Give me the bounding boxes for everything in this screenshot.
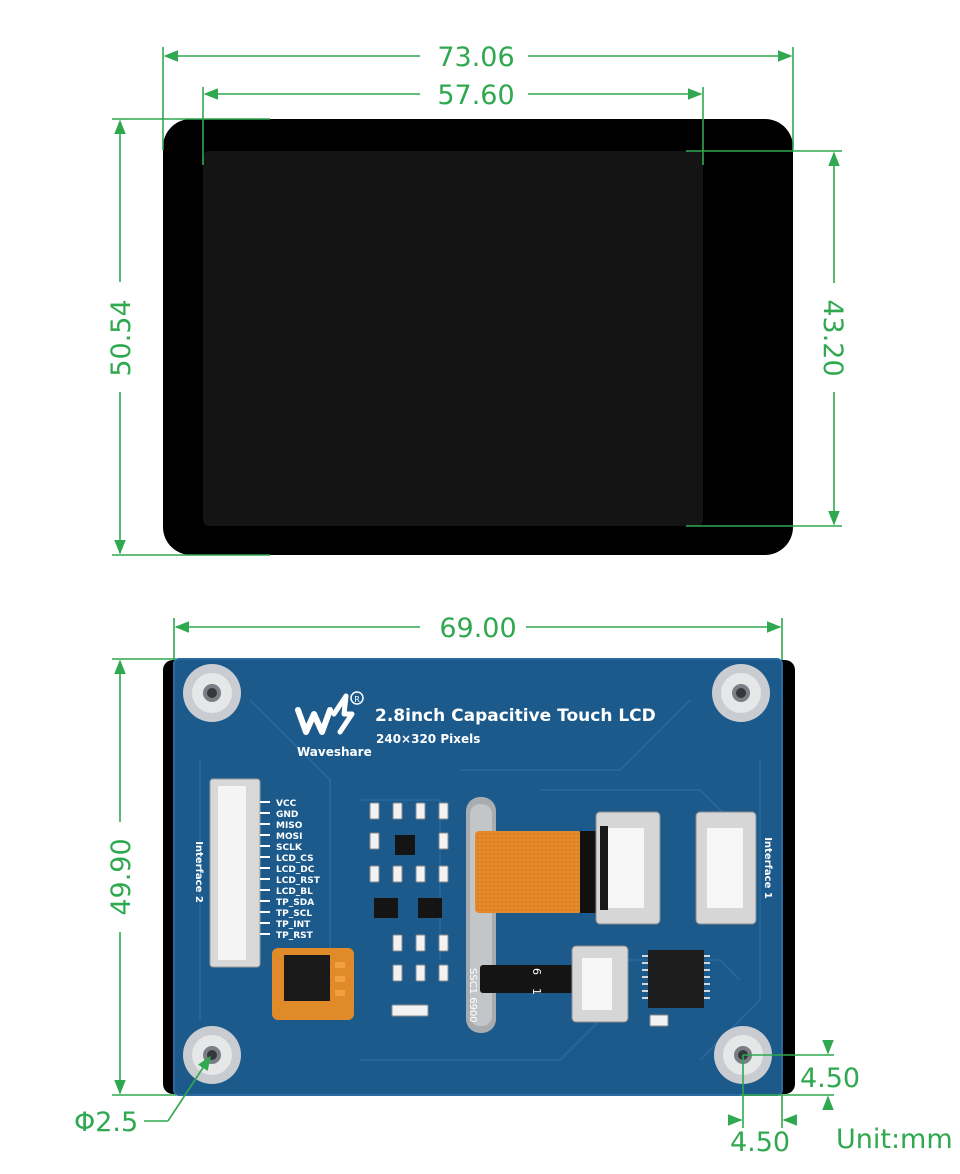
interface-1-connector	[695, 811, 757, 925]
hole-offset-x-label: 4.50	[730, 1127, 790, 1158]
screen-height-label: 43.20	[817, 299, 848, 376]
interface-2-label: Interface 2	[193, 841, 204, 903]
unit-label: Unit:mm	[836, 1124, 953, 1155]
touch-ribbon	[480, 965, 580, 993]
pcb-brand: Waveshare	[297, 745, 372, 759]
connector-mark: 6	[530, 968, 543, 975]
mounting-hole	[183, 664, 241, 722]
board-width-label: 69.00	[439, 613, 516, 644]
pin-label: LCD_DC	[276, 865, 315, 875]
pin-label: GND	[276, 810, 298, 820]
outer-width-label: 73.06	[437, 42, 514, 73]
driver-ic	[642, 950, 710, 1008]
pin-label: TP_SDA	[276, 898, 314, 908]
pin-label: LCD_CS	[276, 854, 314, 864]
screen-width-label: 57.60	[437, 80, 514, 111]
mounting-hole	[183, 1026, 241, 1084]
touch-controller-chip	[272, 948, 354, 1020]
passive-components	[369, 802, 669, 1027]
pin-label: LCD_BL	[276, 887, 313, 897]
ffc-connector	[595, 811, 661, 925]
waveshare-logo-icon: R	[295, 691, 364, 735]
pin-label: TP_RST	[276, 931, 314, 941]
ffc-label: SSC1 6900	[467, 968, 478, 1023]
connector-mark: 1	[530, 988, 543, 995]
board-height-label: 49.90	[106, 838, 137, 915]
pin-label: MOSI	[276, 832, 302, 842]
back-view: R Waveshare 2.8inch Capacitive Touch LCD…	[74, 613, 953, 1158]
pin-label: VCC	[276, 799, 297, 809]
interface-1-label: Interface 1	[762, 837, 773, 899]
transistors	[374, 835, 442, 918]
pin-label: LCD_RST	[276, 876, 321, 886]
front-view: 73.06 57.60 50.54 43.20	[106, 42, 848, 556]
mounting-hole	[712, 664, 770, 722]
svg-text:R: R	[354, 695, 360, 704]
pcb-subtitle: 240×320 Pixels	[376, 732, 480, 746]
outer-height-label: 50.54	[106, 299, 137, 376]
hole-offset-y-label: 4.50	[800, 1063, 860, 1094]
pcb-title: 2.8inch Capacitive Touch LCD	[375, 706, 656, 726]
pin-label: SCLK	[276, 843, 303, 853]
interface-2-connector	[209, 778, 270, 968]
lcd-screen	[203, 151, 703, 526]
pin-label: MISO	[276, 821, 303, 831]
pin-labels: VCC GND MISO MOSI SCLK LCD_CS LCD_DC LCD…	[276, 799, 321, 941]
touch-connector	[571, 945, 629, 1023]
pin-label: TP_SCL	[276, 909, 312, 919]
hole-diameter-label: Φ2.5	[74, 1107, 138, 1138]
ffc-cable	[475, 831, 582, 913]
pin-label: TP_INT	[276, 920, 311, 930]
